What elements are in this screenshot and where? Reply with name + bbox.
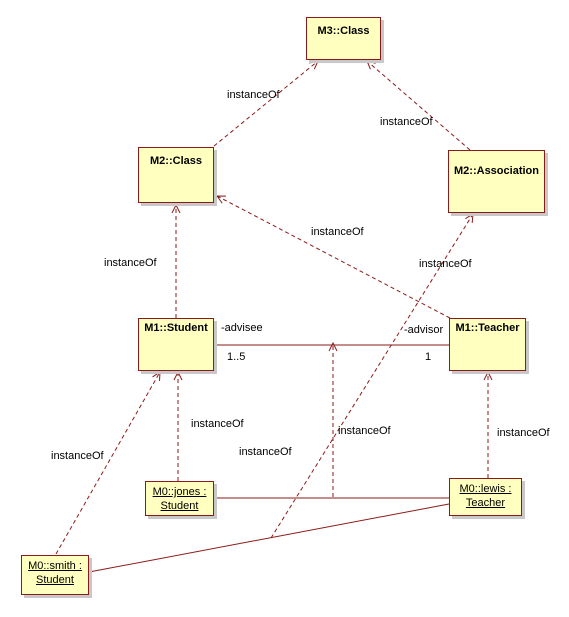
instanceof-label: instanceOf	[51, 450, 104, 462]
object-jones[interactable]: M0::jones : Student	[145, 481, 214, 516]
advisee-multiplicity-label: 1..5	[227, 351, 246, 363]
link-smith-lewis	[88, 503, 450, 573]
class-name: M2::Association	[454, 165, 539, 177]
class-m2-association[interactable]: M2::Association	[448, 150, 545, 213]
object-name: M0::jones :	[152, 486, 207, 498]
class-m1-teacher[interactable]: M1::Teacher	[449, 318, 526, 371]
class-m3-class[interactable]: M3::Class	[306, 17, 381, 60]
class-name: M3::Class	[317, 25, 370, 37]
object-type: Student	[160, 500, 199, 512]
instanceof-label: instanceOf	[497, 427, 550, 439]
instanceof-label: instanceOf	[239, 446, 292, 458]
class-name: M1::Student	[144, 322, 208, 334]
dep-link-to-m2assoc	[270, 214, 473, 539]
dep-m2class-to-m3class	[213, 61, 318, 147]
dep-m1teacher-to-m2class	[217, 196, 451, 319]
instanceof-label: instanceOf	[380, 116, 433, 128]
object-smith[interactable]: M0::smith : Student	[21, 555, 89, 595]
class-m1-student[interactable]: M1::Student	[138, 318, 214, 371]
object-name: M0::smith :	[28, 560, 82, 572]
class-name: M2::Class	[150, 155, 202, 167]
object-type: Teacher	[465, 497, 506, 509]
object-lewis[interactable]: M0::lewis : Teacher	[449, 478, 522, 516]
instanceof-label: instanceOf	[419, 258, 472, 270]
object-name: M0::lewis :	[459, 483, 512, 495]
dep-m2assoc-to-m3class	[367, 61, 471, 151]
object-type: Student	[36, 574, 74, 586]
advisee-role-label: -advisee	[221, 322, 263, 334]
instanceof-label: instanceOf	[311, 226, 364, 238]
class-name: M1::Teacher	[455, 322, 520, 334]
advisor-multiplicity-label: 1	[425, 351, 432, 363]
instanceof-label: instanceOf	[104, 257, 157, 269]
class-m2-class[interactable]: M2::Class	[138, 147, 214, 203]
instanceof-label: instanceOf	[227, 89, 280, 101]
advisor-role-label: -advisor	[404, 324, 444, 336]
instanceof-label: instanceOf	[191, 418, 244, 430]
instanceof-label: instanceOf	[338, 425, 391, 437]
dep-smith-to-m1student	[55, 372, 160, 555]
